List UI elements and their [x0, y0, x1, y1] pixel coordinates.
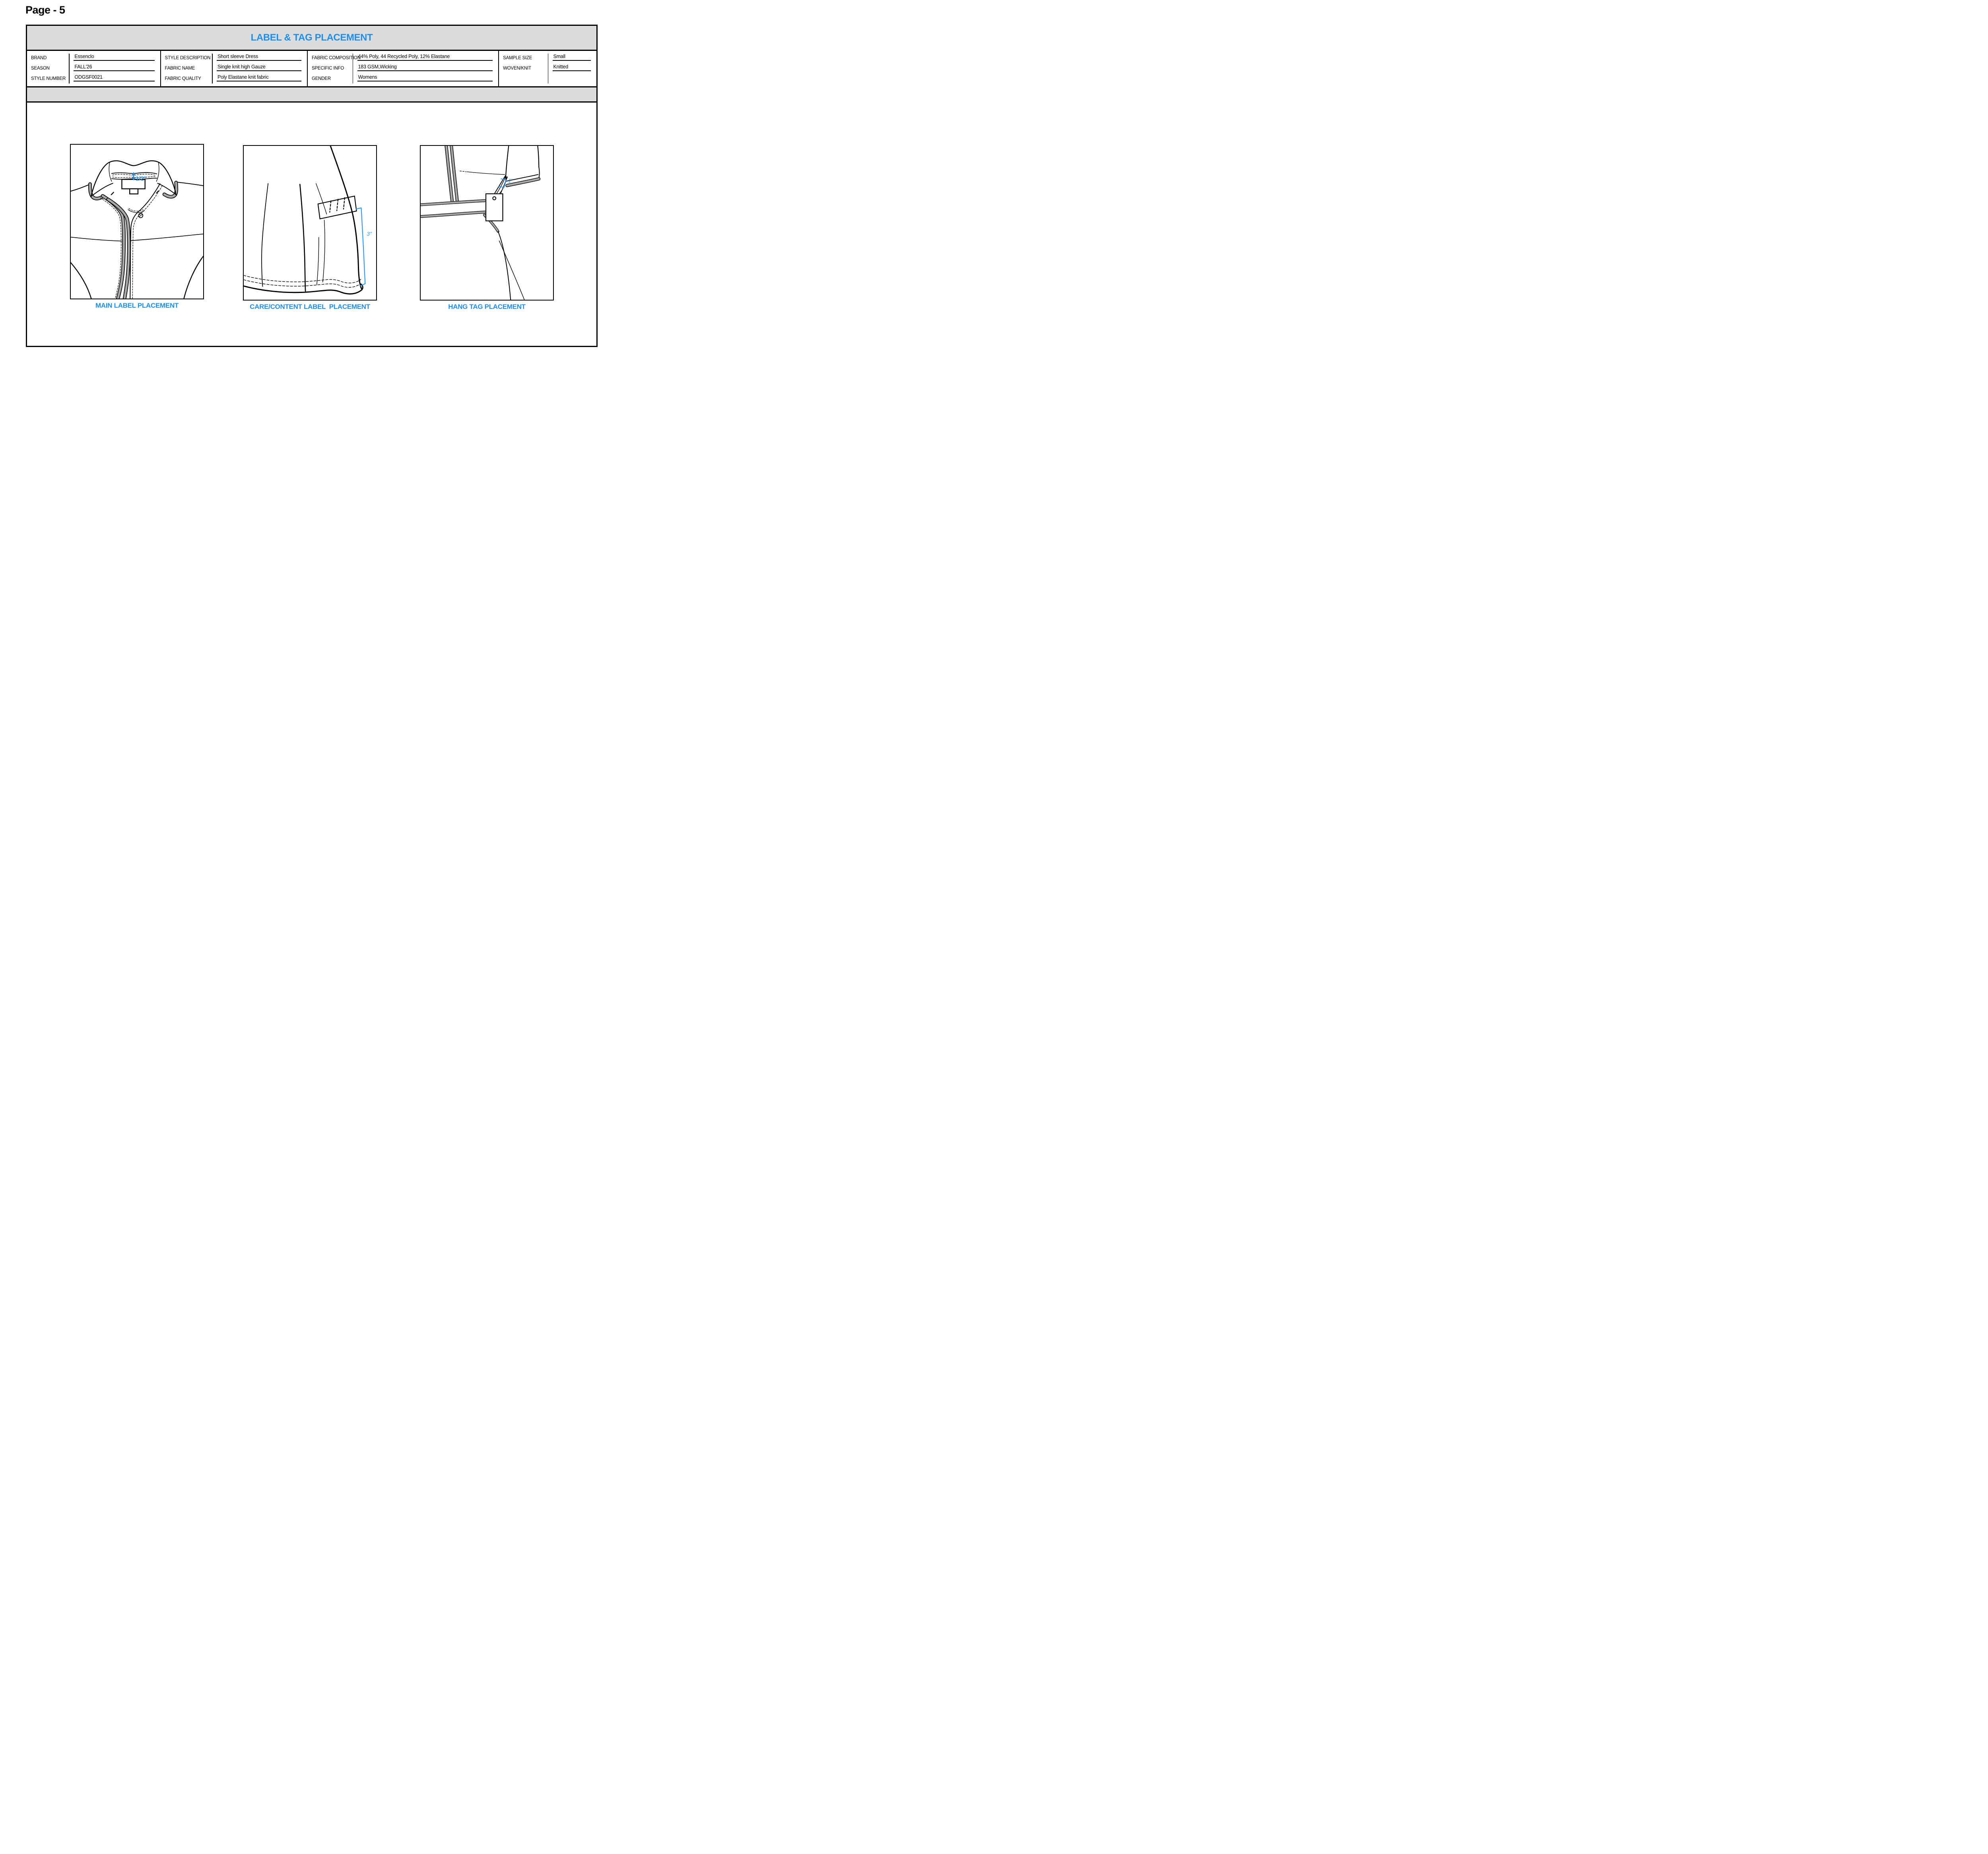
field-value: Single knit high Gauze — [217, 64, 301, 71]
table-row: BRAND Essenclo — [27, 53, 160, 63]
field-value: ODGSF0021 — [74, 74, 155, 81]
field-value: Essenclo — [74, 54, 155, 61]
field-label: WOVEN/KNIT — [503, 66, 531, 71]
field-value: Womens — [357, 74, 493, 81]
info-group-sample: SAMPLE SIZE Small WOVEN/KNIT Knitted — [499, 51, 596, 86]
field-value-cell: Essenclo — [69, 54, 160, 62]
field-value-cell: Poly Elastane knit fabric — [212, 74, 307, 82]
field-label: FABRIC NAME — [165, 66, 195, 71]
dimension-text: 3" — [367, 231, 372, 237]
table-row: SPECIFIC INFO 183 GSM,Wicking — [308, 63, 498, 74]
field-value-cell: 183 GSM,Wicking — [353, 64, 499, 72]
sheet-title: LABEL & TAG PLACEMENT — [250, 32, 373, 43]
side-view-sketch-icon: 1" — [421, 146, 541, 300]
figure-caption: HANG TAG PLACEMENT — [448, 303, 526, 310]
hang-tag-diagram-box: 1" — [420, 145, 554, 301]
diagram-area: 1/2" MAIN LABEL PLACEMENT — [27, 103, 596, 346]
care-label-diagram-box: 3" — [243, 145, 377, 301]
column-divider — [212, 54, 213, 83]
dimension-text: 1" — [508, 178, 513, 184]
page-title: Page - 5 — [25, 4, 65, 16]
main-label-diagram-box: 1/2" — [70, 144, 204, 299]
care-label-figure: 3" CARE/CONTENT LABEL PLACEMENT — [243, 145, 377, 311]
button-icon — [138, 213, 144, 218]
field-value: Knitted — [552, 64, 591, 71]
field-label: GENDER — [311, 76, 331, 81]
size-tab-rect — [129, 188, 139, 195]
hang-tag-hole-icon — [492, 196, 497, 200]
table-row: STYLE DESCRIPTION Short sleeve Dress — [161, 53, 307, 63]
table-row: WOVEN/KNIT Knitted — [499, 63, 596, 74]
table-row: STYLE NUMBER ODGSF0021 — [27, 74, 160, 84]
table-row: SEASON FALL'26 — [27, 63, 160, 74]
skirt-hem-sketch-icon: 3" — [244, 146, 372, 295]
spec-sheet: LABEL & TAG PLACEMENT BRAND Essenclo SEA… — [26, 25, 598, 347]
field-value-cell: Womens — [353, 74, 499, 82]
field-value: Small — [552, 54, 591, 61]
field-label: STYLE DESCRIPTION — [165, 56, 211, 60]
field-label: FABRIC COMPOSITION — [311, 56, 361, 60]
field-value-cell: Knitted — [548, 64, 596, 72]
column-divider — [69, 54, 70, 83]
field-value-cell: ODGSF0021 — [69, 74, 160, 82]
tech-pack-page: Page - 5 LABEL & TAG PLACEMENT BRAND Ess… — [0, 0, 615, 371]
info-group-style: BRAND Essenclo SEASON FALL'26 STYLE NUMB… — [27, 51, 161, 86]
column-divider — [547, 54, 549, 83]
field-value: Short sleeve Dress — [217, 54, 301, 61]
dimension-bracket-icon — [498, 178, 507, 188]
info-table: BRAND Essenclo SEASON FALL'26 STYLE NUMB… — [27, 51, 596, 87]
field-value-cell: FALL'26 — [69, 64, 160, 72]
figure-caption: MAIN LABEL PLACEMENT — [95, 302, 179, 309]
figure-caption: CARE/CONTENT LABEL PLACEMENT — [250, 303, 370, 310]
field-label: STYLE NUMBER — [31, 76, 66, 81]
hang-tag-figure: 1" HANG TAG PLACEMENT — [420, 145, 554, 311]
field-value: 183 GSM,Wicking — [357, 64, 493, 71]
neckline-sketch-icon: 1/2" — [71, 160, 203, 299]
header-band: LABEL & TAG PLACEMENT — [27, 26, 596, 51]
table-row: FABRIC QUALITY Poly Elastane knit fabric — [161, 74, 307, 84]
placket-trim — [101, 194, 131, 299]
dimension-bracket-icon — [355, 207, 366, 287]
field-label: SEASON — [31, 66, 50, 71]
field-value-cell: Short sleeve Dress — [212, 54, 307, 62]
info-group-fabric: STYLE DESCRIPTION Short sleeve Dress FAB… — [161, 51, 308, 86]
table-row: GENDER Womens — [308, 74, 498, 84]
gray-spacer-band — [27, 87, 596, 103]
field-value-cell: Small — [548, 54, 596, 62]
table-row: FABRIC COMPOSITION 44% Poly, 44 Recycled… — [308, 53, 498, 63]
dimension-text: 1/2" — [136, 176, 147, 182]
dimension-arrow-icon — [132, 172, 136, 181]
field-value: FALL'26 — [74, 64, 155, 71]
field-label: SAMPLE SIZE — [503, 56, 532, 60]
sleeve-hem-trim — [505, 177, 541, 187]
placket-trim — [445, 146, 459, 207]
field-label: SPECIFIC INFO — [311, 66, 344, 71]
field-value-cell: Single knit high Gauze — [212, 64, 307, 72]
table-row: FABRIC NAME Single knit high Gauze — [161, 63, 307, 74]
info-group-composition: FABRIC COMPOSITION 44% Poly, 44 Recycled… — [308, 51, 499, 86]
main-label-figure: 1/2" MAIN LABEL PLACEMENT — [70, 144, 204, 310]
table-row: SAMPLE SIZE Small — [499, 53, 596, 63]
field-label: BRAND — [31, 56, 47, 60]
field-value: Poly Elastane knit fabric — [217, 74, 301, 81]
field-value: 44% Poly, 44 Recycled Poly, 12% Elastane — [357, 54, 493, 61]
field-value-cell: 44% Poly, 44 Recycled Poly, 12% Elastane — [353, 54, 499, 62]
field-label: FABRIC QUALITY — [165, 76, 201, 81]
